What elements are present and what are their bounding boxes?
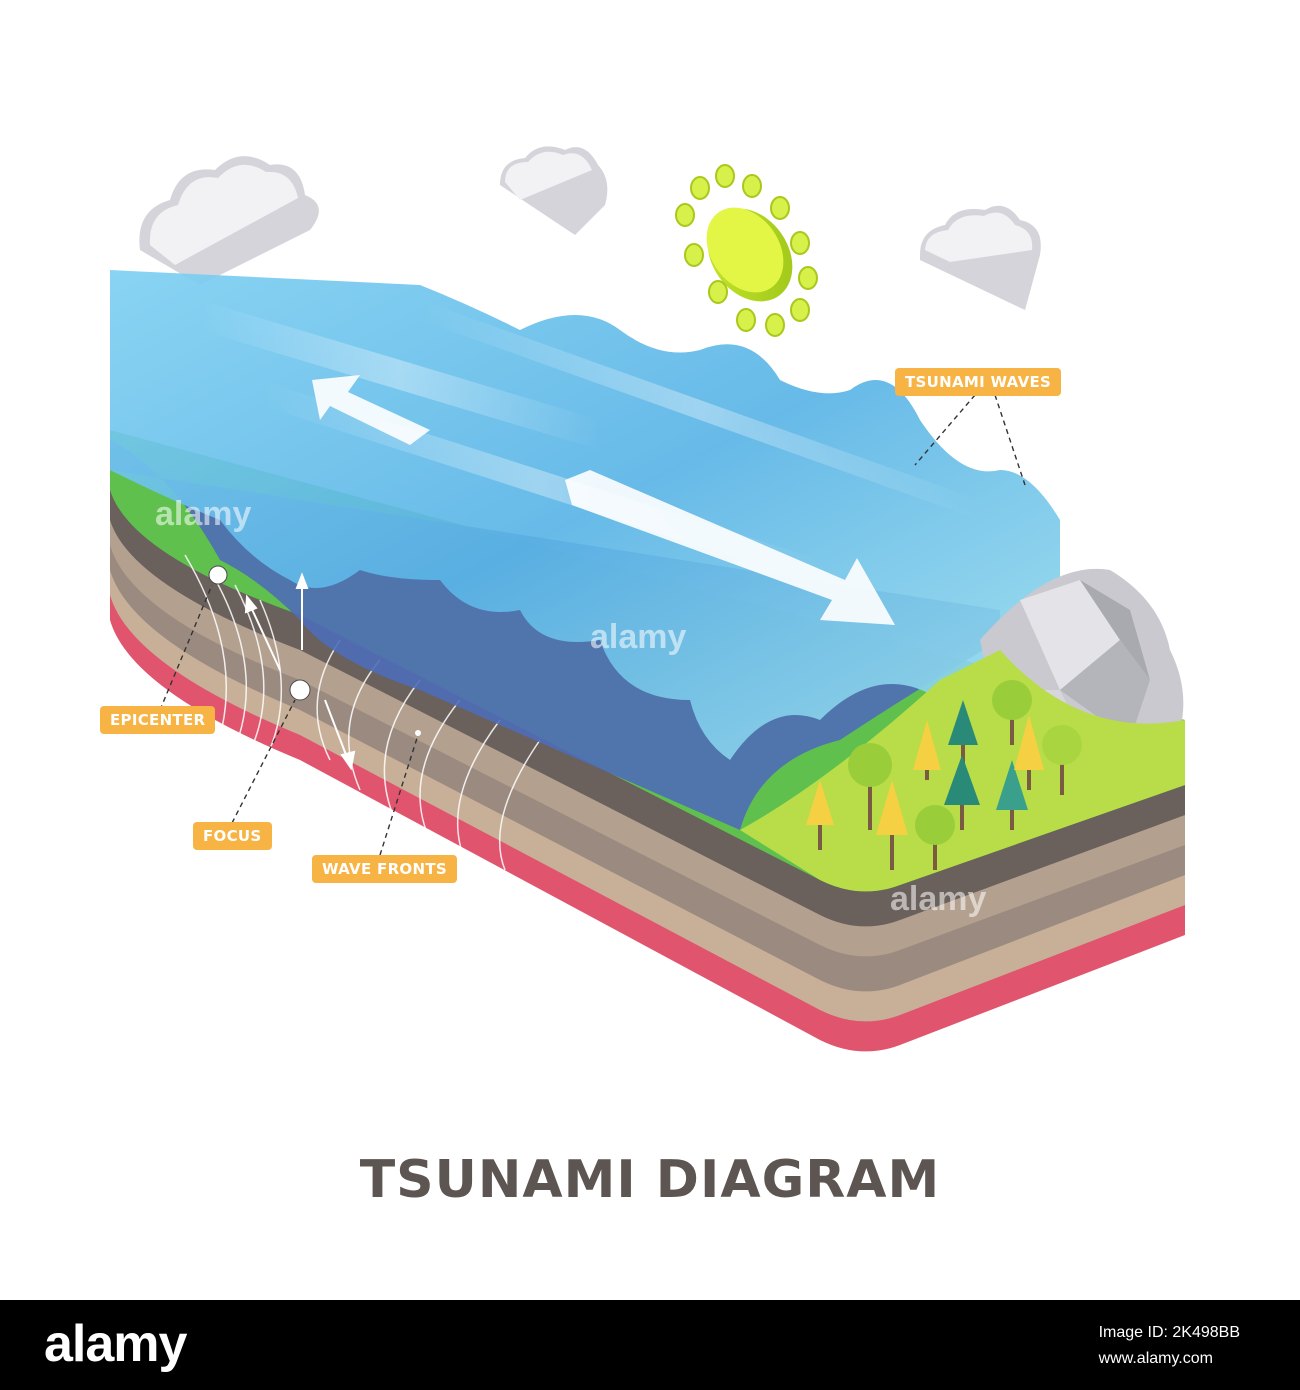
tree-icon — [848, 743, 892, 830]
label-focus: FOCUS — [193, 822, 272, 850]
tree-icon — [992, 680, 1032, 745]
cloud-icon — [139, 156, 319, 285]
watermark: alamy — [890, 880, 987, 918]
tree-icon — [1042, 725, 1082, 795]
forest — [806, 680, 1082, 870]
wave-direction-arrows — [312, 375, 895, 625]
tree-icon — [948, 700, 978, 765]
site-url: www.alamy.com — [1098, 1350, 1213, 1367]
image-id: Image ID: 2K498BB — [1098, 1324, 1240, 1341]
cloud-icon — [920, 205, 1041, 310]
tree-icon — [944, 755, 980, 830]
seismic-wave-fronts — [184, 554, 541, 871]
callout-leaders — [159, 394, 1026, 856]
label-wave-fronts: WAVE FRONTS — [312, 855, 457, 883]
focus-marker — [289, 679, 311, 701]
alamy-logo: alamy — [44, 1315, 187, 1373]
watermark: alamy — [155, 495, 252, 533]
diagram-title: TSUNAMI DIAGRAM — [359, 1150, 941, 1210]
tree-icon — [876, 780, 908, 870]
label-tsunami-waves: TSUNAMI WAVES — [895, 368, 1062, 396]
image-id-block: Image ID: 2K498BB www.alamy.com — [1099, 1320, 1240, 1372]
tree-icon — [1014, 715, 1044, 790]
epicenter-marker — [208, 565, 228, 585]
tree-icon — [996, 760, 1028, 830]
label-epicenter: EPICENTER — [100, 706, 216, 734]
watermark: alamy — [590, 618, 687, 656]
sun-icon — [675, 164, 818, 337]
tsunami-scene — [110, 146, 1185, 1052]
stock-footer: alamy Image ID: 2K498BB www.alamy.com — [0, 1300, 1300, 1390]
tree-icon — [806, 780, 834, 850]
cloud-icon — [500, 146, 608, 235]
tree-icon — [915, 805, 955, 870]
tree-icon — [913, 720, 941, 780]
uplift-arrows — [244, 572, 356, 771]
